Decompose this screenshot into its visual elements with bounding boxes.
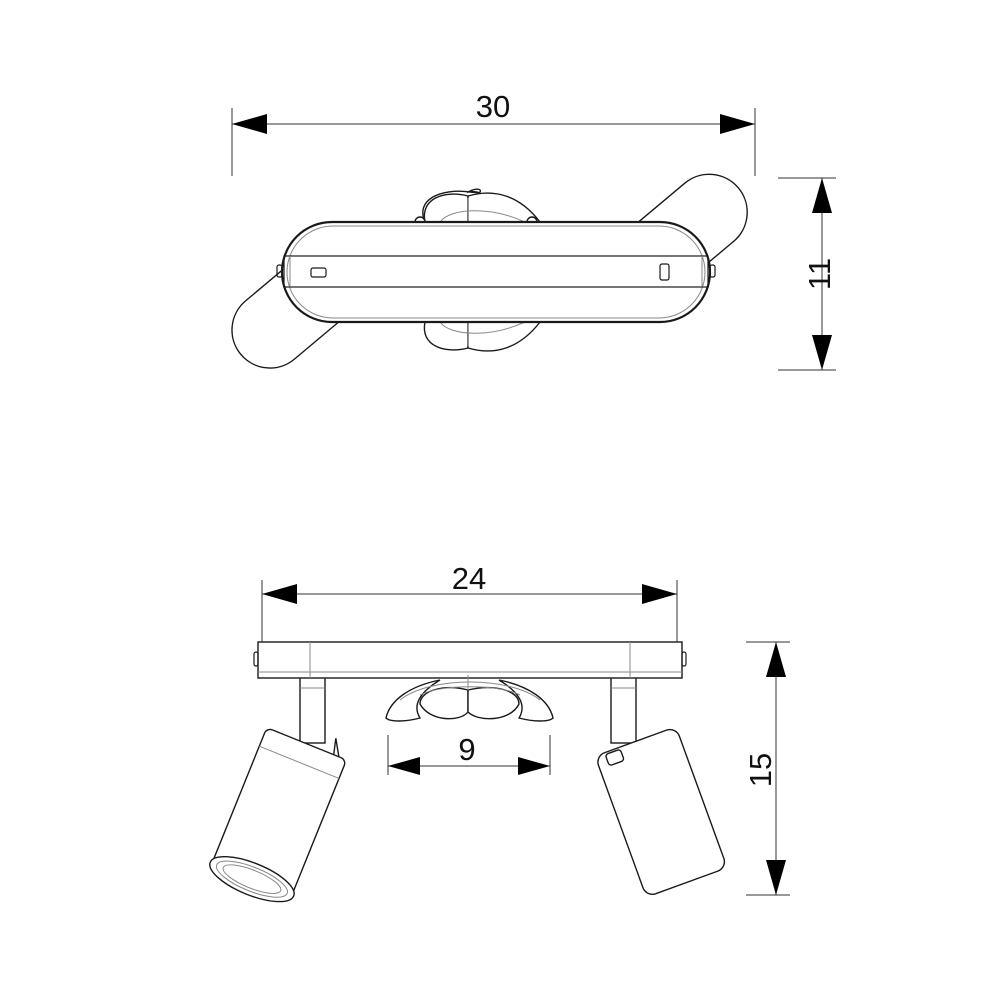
dimension-label-9: 9 xyxy=(458,732,475,767)
left-stem xyxy=(299,674,326,744)
top-view xyxy=(231,173,748,369)
mounting-strip xyxy=(283,255,709,288)
dimension-label-11: 11 xyxy=(802,258,837,290)
slot-left xyxy=(310,267,327,278)
rosette-front xyxy=(385,675,554,722)
left-spotlight xyxy=(209,728,346,903)
dimension-rosette-width: 9 xyxy=(387,732,551,775)
dimension-label-15: 15 xyxy=(743,753,778,787)
right-spotlight xyxy=(597,728,726,895)
mounting-bar xyxy=(257,641,683,679)
dimension-width-top: 30 xyxy=(231,89,756,176)
rosette-top-petals xyxy=(414,188,542,228)
dimension-height: 15 xyxy=(743,641,790,896)
slot-right xyxy=(659,263,670,281)
base-plate-top xyxy=(280,220,712,324)
dimension-bar-width: 24 xyxy=(261,561,678,642)
dimension-label-30: 30 xyxy=(476,89,510,124)
right-stem xyxy=(610,674,637,744)
dimension-label-24: 24 xyxy=(452,561,486,596)
rosette-bottom-petals xyxy=(423,321,542,352)
dimension-depth-top: 11 xyxy=(778,177,837,371)
front-view xyxy=(209,641,726,903)
